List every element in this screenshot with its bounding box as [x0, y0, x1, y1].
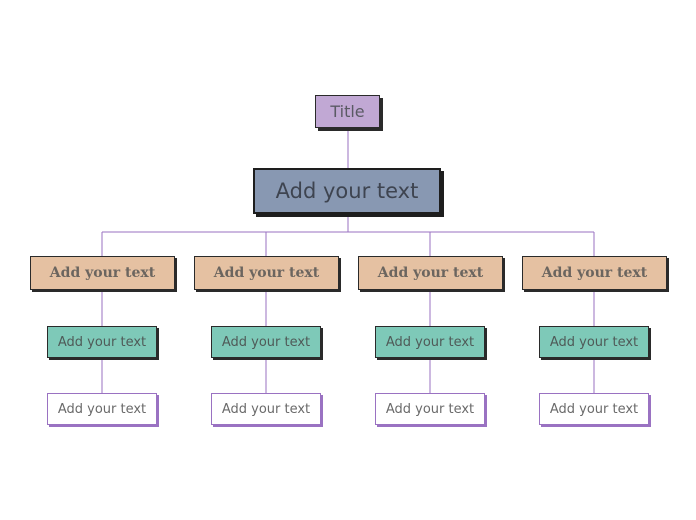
branch-4-level3-text: Add your text: [549, 401, 639, 417]
branch-4-level2-text: Add your text: [549, 334, 639, 350]
branch-3-level2-box[interactable]: Add your text: [375, 326, 485, 358]
branch-2-level2-box[interactable]: Add your text: [211, 326, 321, 358]
branch-3-level1-text: Add your text: [377, 265, 484, 281]
branch-4-level2-box[interactable]: Add your text: [539, 326, 649, 358]
branch-4-level1-text: Add your text: [541, 265, 648, 281]
branch-1-level1-text: Add your text: [49, 265, 156, 281]
branch-1-level2-text: Add your text: [57, 334, 147, 350]
branch-2-level1-text: Add your text: [213, 265, 320, 281]
branch-3-level3-text: Add your text: [385, 401, 475, 417]
branch-3-level1-box[interactable]: Add your text: [358, 256, 503, 290]
branch-1-level3-text: Add your text: [57, 401, 147, 417]
branch-1-level2-box[interactable]: Add your text: [47, 326, 157, 358]
branch-2-level3-box[interactable]: Add your text: [211, 393, 321, 425]
branch-4-level1-box[interactable]: Add your text: [522, 256, 667, 290]
title-text: Title: [330, 102, 365, 121]
main-topic-box[interactable]: Add your text: [253, 168, 441, 214]
branch-3-level3-box[interactable]: Add your text: [375, 393, 485, 425]
branch-1-level3-box[interactable]: Add your text: [47, 393, 157, 425]
branch-2-level2-text: Add your text: [221, 334, 311, 350]
title-box[interactable]: Title: [315, 95, 380, 128]
branch-3-level2-text: Add your text: [385, 334, 475, 350]
branch-2-level1-box[interactable]: Add your text: [194, 256, 339, 290]
branch-1-level1-box[interactable]: Add your text: [30, 256, 175, 290]
branch-4-level3-box[interactable]: Add your text: [539, 393, 649, 425]
branch-2-level3-text: Add your text: [221, 401, 311, 417]
main-topic-text: Add your text: [275, 179, 419, 203]
